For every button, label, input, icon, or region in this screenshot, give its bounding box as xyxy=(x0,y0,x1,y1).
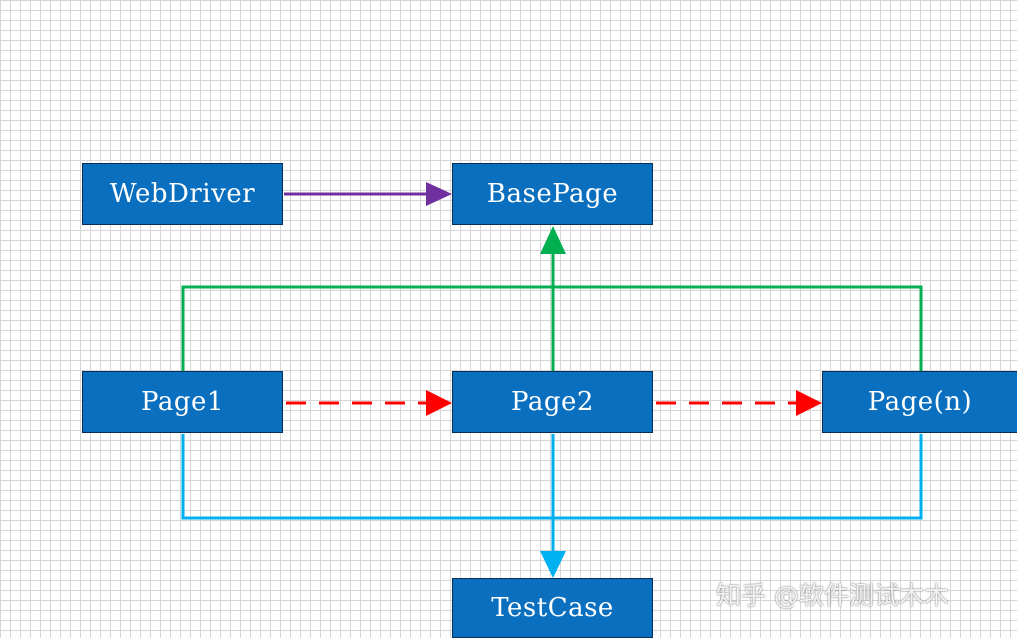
webdriver-box: WebDriver xyxy=(82,163,283,225)
testcase-label: TestCase xyxy=(491,593,614,623)
pagen-box: Page(n) xyxy=(822,371,1017,433)
testcase-box: TestCase xyxy=(452,578,653,638)
page2-box: Page2 xyxy=(452,371,653,433)
page2-label: Page2 xyxy=(511,387,594,417)
basepage-label: BasePage xyxy=(486,179,619,209)
basepage-box: BasePage xyxy=(452,163,653,225)
arrowhead-page2-red xyxy=(426,390,452,416)
watermark-text: 知乎 @软件测试木木 xyxy=(716,581,949,610)
arrowhead-basepage-green xyxy=(540,226,566,254)
page1-box: Page1 xyxy=(82,371,283,433)
page1-label: Page1 xyxy=(141,387,224,417)
arrowhead-basepage-purple xyxy=(426,182,452,206)
pagen-label: Page(n) xyxy=(867,387,973,417)
arrowhead-testcase-blue xyxy=(540,551,566,578)
arrowhead-pagen-red xyxy=(796,390,822,416)
webdriver-label: WebDriver xyxy=(109,179,256,209)
